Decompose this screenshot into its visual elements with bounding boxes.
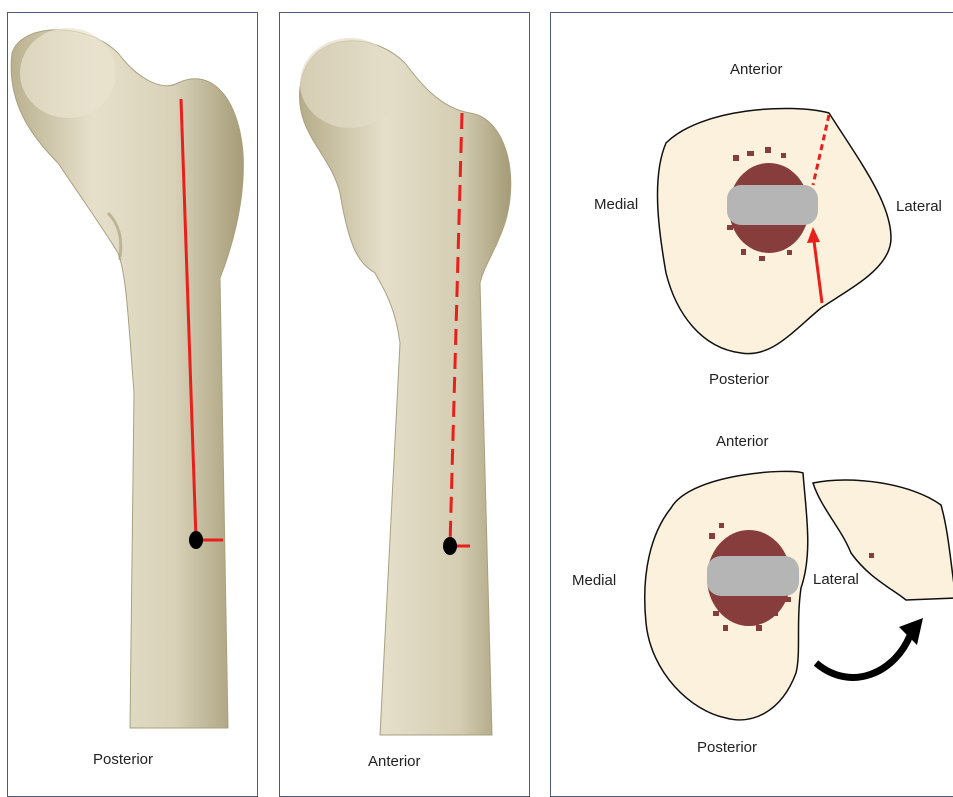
cross-sections-panel: Anterior Medial Lateral Posterior Anteri… [550, 12, 953, 797]
posterior-view-panel: Posterior [7, 12, 258, 797]
bottom-cross-section [645, 471, 953, 720]
top-posterior-label: Posterior [709, 371, 769, 388]
top-cross-section [657, 108, 891, 353]
femur-posterior-illustration [8, 13, 258, 797]
top-anterior-label: Anterior [730, 61, 783, 78]
femur-shape [11, 30, 243, 728]
cross-section-illustrations [551, 13, 953, 797]
bottom-lateral-label: Lateral [813, 571, 859, 588]
bottom-posterior-label: Posterior [697, 739, 757, 756]
posterior-view-label: Posterior [93, 751, 153, 768]
top-medial-label: Medial [594, 196, 638, 213]
anterior-view-panel: Anterior [279, 12, 530, 797]
bottom-implant [707, 556, 799, 596]
anterior-reference-dot [443, 537, 457, 555]
anterior-view-label: Anterior [368, 753, 421, 770]
bottom-medial-label: Medial [572, 572, 616, 589]
top-lateral-label: Lateral [896, 198, 942, 215]
bottom-anterior-label: Anterior [716, 433, 769, 450]
top-implant [727, 185, 818, 225]
rotation-arrow [816, 633, 911, 677]
femur-anterior-illustration [280, 13, 530, 797]
femur-shape [300, 41, 511, 735]
posterior-reference-dot [189, 531, 203, 549]
